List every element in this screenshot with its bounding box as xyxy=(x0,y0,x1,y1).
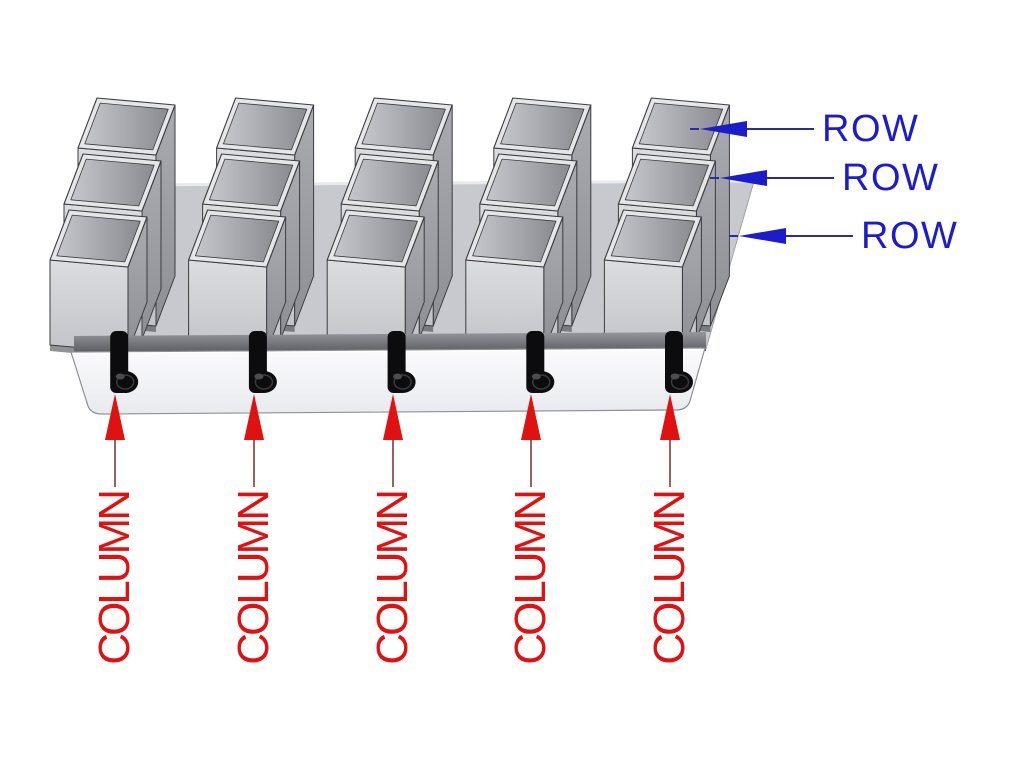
row-callout-2: ROW xyxy=(710,159,939,197)
bin-row2-col1-interior xyxy=(70,158,155,207)
column-label: COLUMN xyxy=(645,492,694,665)
bin-row2-col5-interior xyxy=(624,158,709,207)
bin-row3-col2-interior xyxy=(222,102,308,151)
clip-knob-ring-5 xyxy=(670,374,690,390)
clip-highlight-3 xyxy=(393,373,403,380)
column-label: COLUMN xyxy=(368,492,417,665)
arrow-up-icon xyxy=(660,394,680,440)
leader-line xyxy=(392,440,394,487)
leader-line xyxy=(253,440,255,487)
bin-row1-col4-interior xyxy=(472,214,557,263)
column-label: COLUMN xyxy=(90,492,139,665)
bin-row3-col5-interior xyxy=(638,102,723,151)
arrow-up-icon xyxy=(244,394,264,440)
arrow-left-icon xyxy=(720,170,767,186)
bin-row1-col3-interior xyxy=(333,214,418,263)
bin-row1-col2-interior xyxy=(194,214,280,263)
leader-line xyxy=(530,440,532,487)
bin-row1-col1-interior xyxy=(56,214,141,263)
row-callout-1: ROW xyxy=(690,110,919,148)
bin-row3-col4-interior xyxy=(500,102,585,151)
leader-line xyxy=(786,235,853,237)
column-callout-1: COLUMN xyxy=(84,394,146,665)
leader-line xyxy=(669,440,671,487)
arrow-up-icon xyxy=(105,394,125,440)
column-callout-4: COLUMN xyxy=(500,394,562,665)
clip-highlight-1 xyxy=(115,373,125,380)
leader-stub xyxy=(729,235,738,237)
bin-row3-col3-interior xyxy=(361,102,446,151)
arrow-left-icon xyxy=(739,228,786,244)
arrow-up-icon xyxy=(383,394,403,440)
leader-line xyxy=(114,440,116,487)
column-callout-5: COLUMN xyxy=(639,394,701,665)
column-label: COLUMN xyxy=(229,492,278,665)
leader-stub xyxy=(710,177,719,179)
bin-row3-col1-interior xyxy=(84,102,169,151)
leader-line xyxy=(767,177,834,179)
clip-knob-ring-3 xyxy=(393,374,412,390)
clip-highlight-5 xyxy=(670,373,680,380)
column-callout-2: COLUMN xyxy=(223,394,285,665)
arrow-up-icon xyxy=(521,394,541,440)
bin-row2-col2-interior xyxy=(208,158,294,207)
row-label: ROW xyxy=(822,108,920,150)
bin-row2-col3-interior xyxy=(347,158,432,207)
clip-highlight-2 xyxy=(254,373,264,380)
clip-knob-ring-1 xyxy=(115,374,135,390)
row-label: ROW xyxy=(861,215,959,257)
column-label: COLUMN xyxy=(506,492,555,665)
leader-stub xyxy=(690,128,699,130)
leader-line xyxy=(747,128,814,130)
bin-row1-col5-interior xyxy=(610,214,695,263)
clip-knob-ring-2 xyxy=(254,374,274,390)
row-callout-3: ROW xyxy=(729,217,958,255)
row-label: ROW xyxy=(842,157,940,199)
clip-highlight-4 xyxy=(531,373,541,380)
column-callout-3: COLUMN xyxy=(362,394,424,665)
clip-knob-ring-4 xyxy=(532,374,551,390)
arrow-left-icon xyxy=(700,121,747,137)
bin-row2-col4-interior xyxy=(486,158,571,207)
